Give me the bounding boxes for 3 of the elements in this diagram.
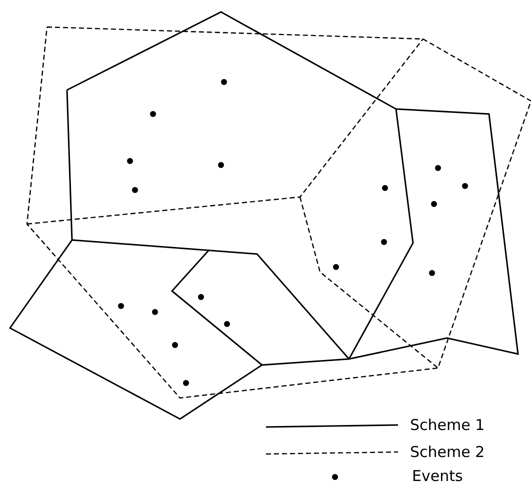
- legend-label: Scheme 1: [410, 416, 485, 434]
- legend-label: Events: [412, 467, 463, 484]
- legend-label: Scheme 2: [410, 443, 485, 461]
